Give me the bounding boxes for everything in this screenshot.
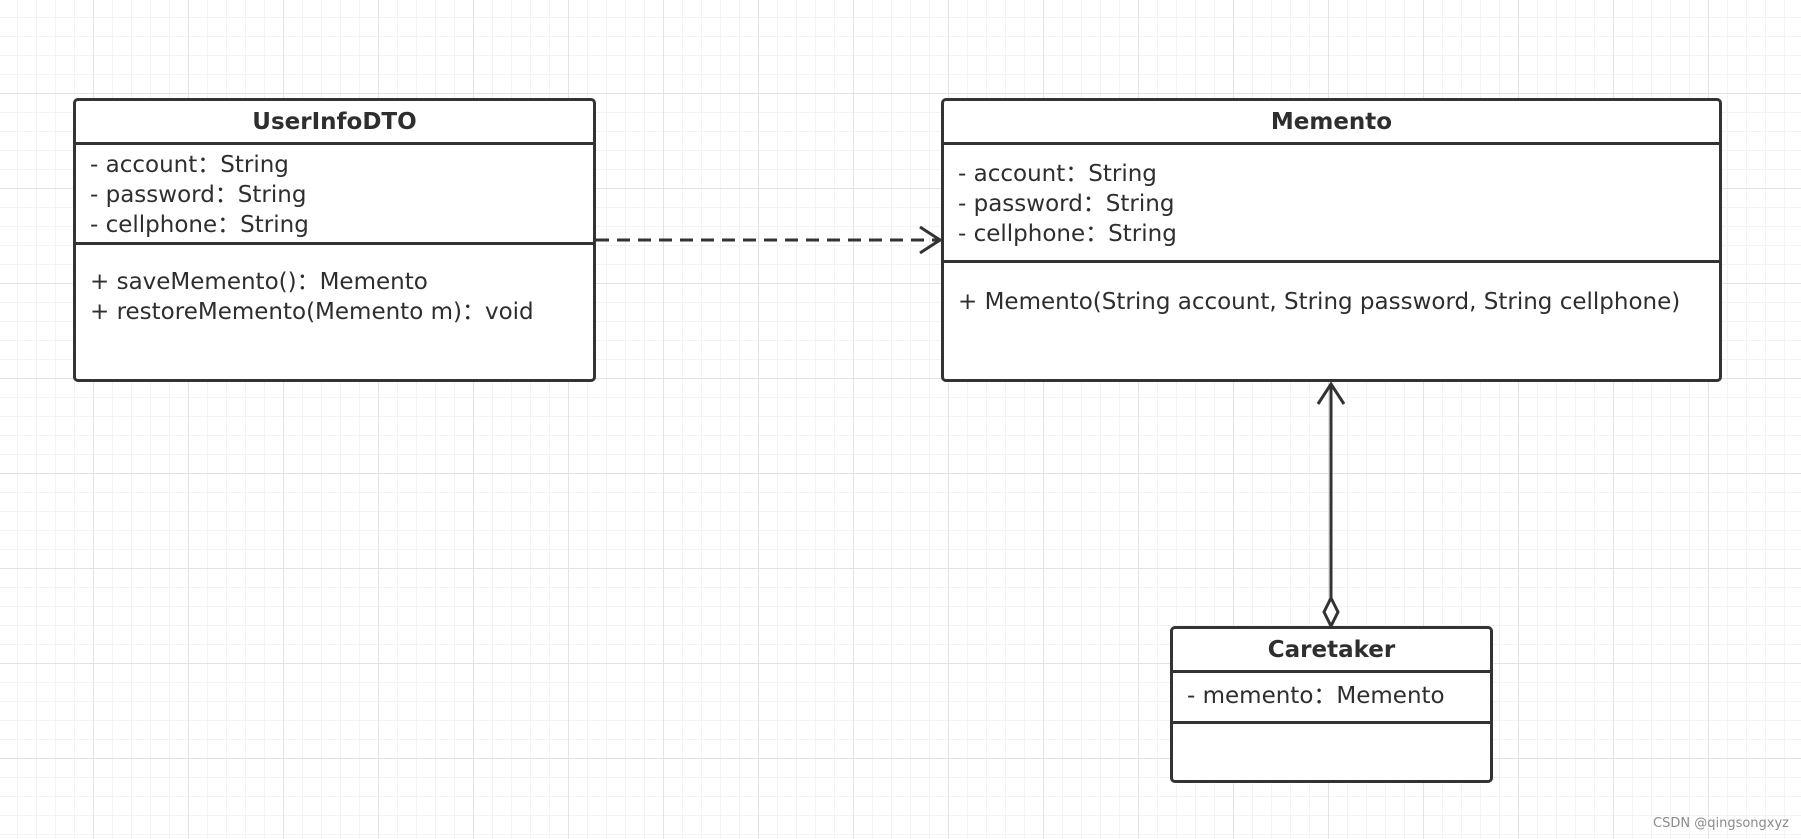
operations-section: + saveMemento()：Memento + restoreMemento… <box>76 245 593 379</box>
aggregation-arrowhead <box>1316 381 1346 405</box>
dependency-arrowhead <box>919 225 943 255</box>
attribute: - cellphone：String <box>958 221 1177 247</box>
operation: + Memento(String account, String passwor… <box>958 289 1681 315</box>
aggregation-diamond <box>1322 594 1340 630</box>
attribute: - password：String <box>958 191 1175 217</box>
class-name: Caretaker <box>1173 629 1490 673</box>
operation: + saveMemento()：Memento <box>90 269 428 295</box>
class-userinfodto[interactable]: UserInfoDTO - account：String - password：… <box>73 98 596 382</box>
attribute: - memento：Memento <box>1187 683 1445 709</box>
attribute: - password：String <box>90 182 307 208</box>
attribute: - account：String <box>90 152 289 178</box>
operations-section <box>1173 724 1490 780</box>
attributes-section: - account：String - password：String - cel… <box>76 145 593 245</box>
attribute: - account：String <box>958 161 1157 187</box>
attributes-section: - memento：Memento <box>1173 673 1490 724</box>
operations-section: + Memento(String account, String passwor… <box>944 263 1719 379</box>
class-memento[interactable]: Memento - account：String - password：Stri… <box>941 98 1722 382</box>
operation: + restoreMemento(Memento m)：void <box>90 299 534 325</box>
attribute: - cellphone：String <box>90 212 309 238</box>
class-name: UserInfoDTO <box>76 101 593 145</box>
attributes-section: - account：String - password：String - cel… <box>944 145 1719 263</box>
class-caretaker[interactable]: Caretaker - memento：Memento <box>1170 626 1493 783</box>
class-name: Memento <box>944 101 1719 145</box>
watermark: CSDN @qingsongxyz <box>1653 816 1789 831</box>
